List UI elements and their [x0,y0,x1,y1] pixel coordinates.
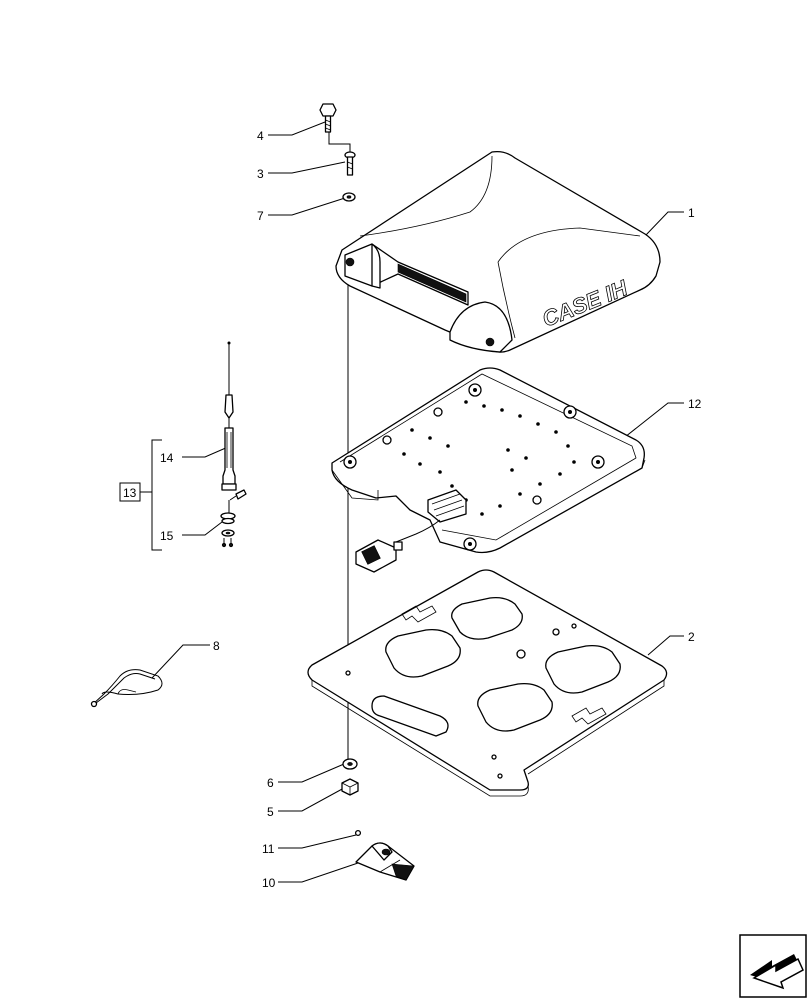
callout-1: 1 [688,206,695,220]
callout-11: 11 [262,842,275,856]
arrow-left-icon[interactable] [739,934,807,998]
callout-4: 4 [257,129,264,143]
screw-part-3 [344,151,356,176]
callout-13: 13 [123,486,137,500]
callout-2: 2 [688,630,695,644]
washer-part-7 [342,192,356,202]
hinge-bracket-part-10 [355,842,415,881]
callout-6: 6 [267,776,274,790]
washer-part-6 [342,758,358,770]
antenna-part-14 [221,341,237,491]
base-plate-part-12 [331,367,646,573]
cable-strap-part-8 [90,669,163,708]
mounting-plate-part-2 [307,569,668,797]
receiver-cover-part-1: CASE IH [335,150,661,353]
callout-10: 10 [262,876,276,890]
ball-part-11 [354,829,362,837]
antenna-mount-part-15 [220,489,247,548]
callout-14: 14 [160,451,174,465]
callout-8: 8 [213,639,220,653]
callout-15: 15 [160,529,174,543]
callout-3: 3 [257,167,264,181]
callout-labels: 4 3 7 1 12 14 13 15 8 2 6 5 11 10 [119,129,702,890]
callout-7: 7 [257,209,264,223]
leader-lines [140,121,684,883]
bolt-part-4 [319,103,337,133]
nut-part-5 [341,778,359,796]
callout-5: 5 [267,805,274,819]
callout-13-box [119,482,141,502]
callout-12: 12 [688,397,702,411]
